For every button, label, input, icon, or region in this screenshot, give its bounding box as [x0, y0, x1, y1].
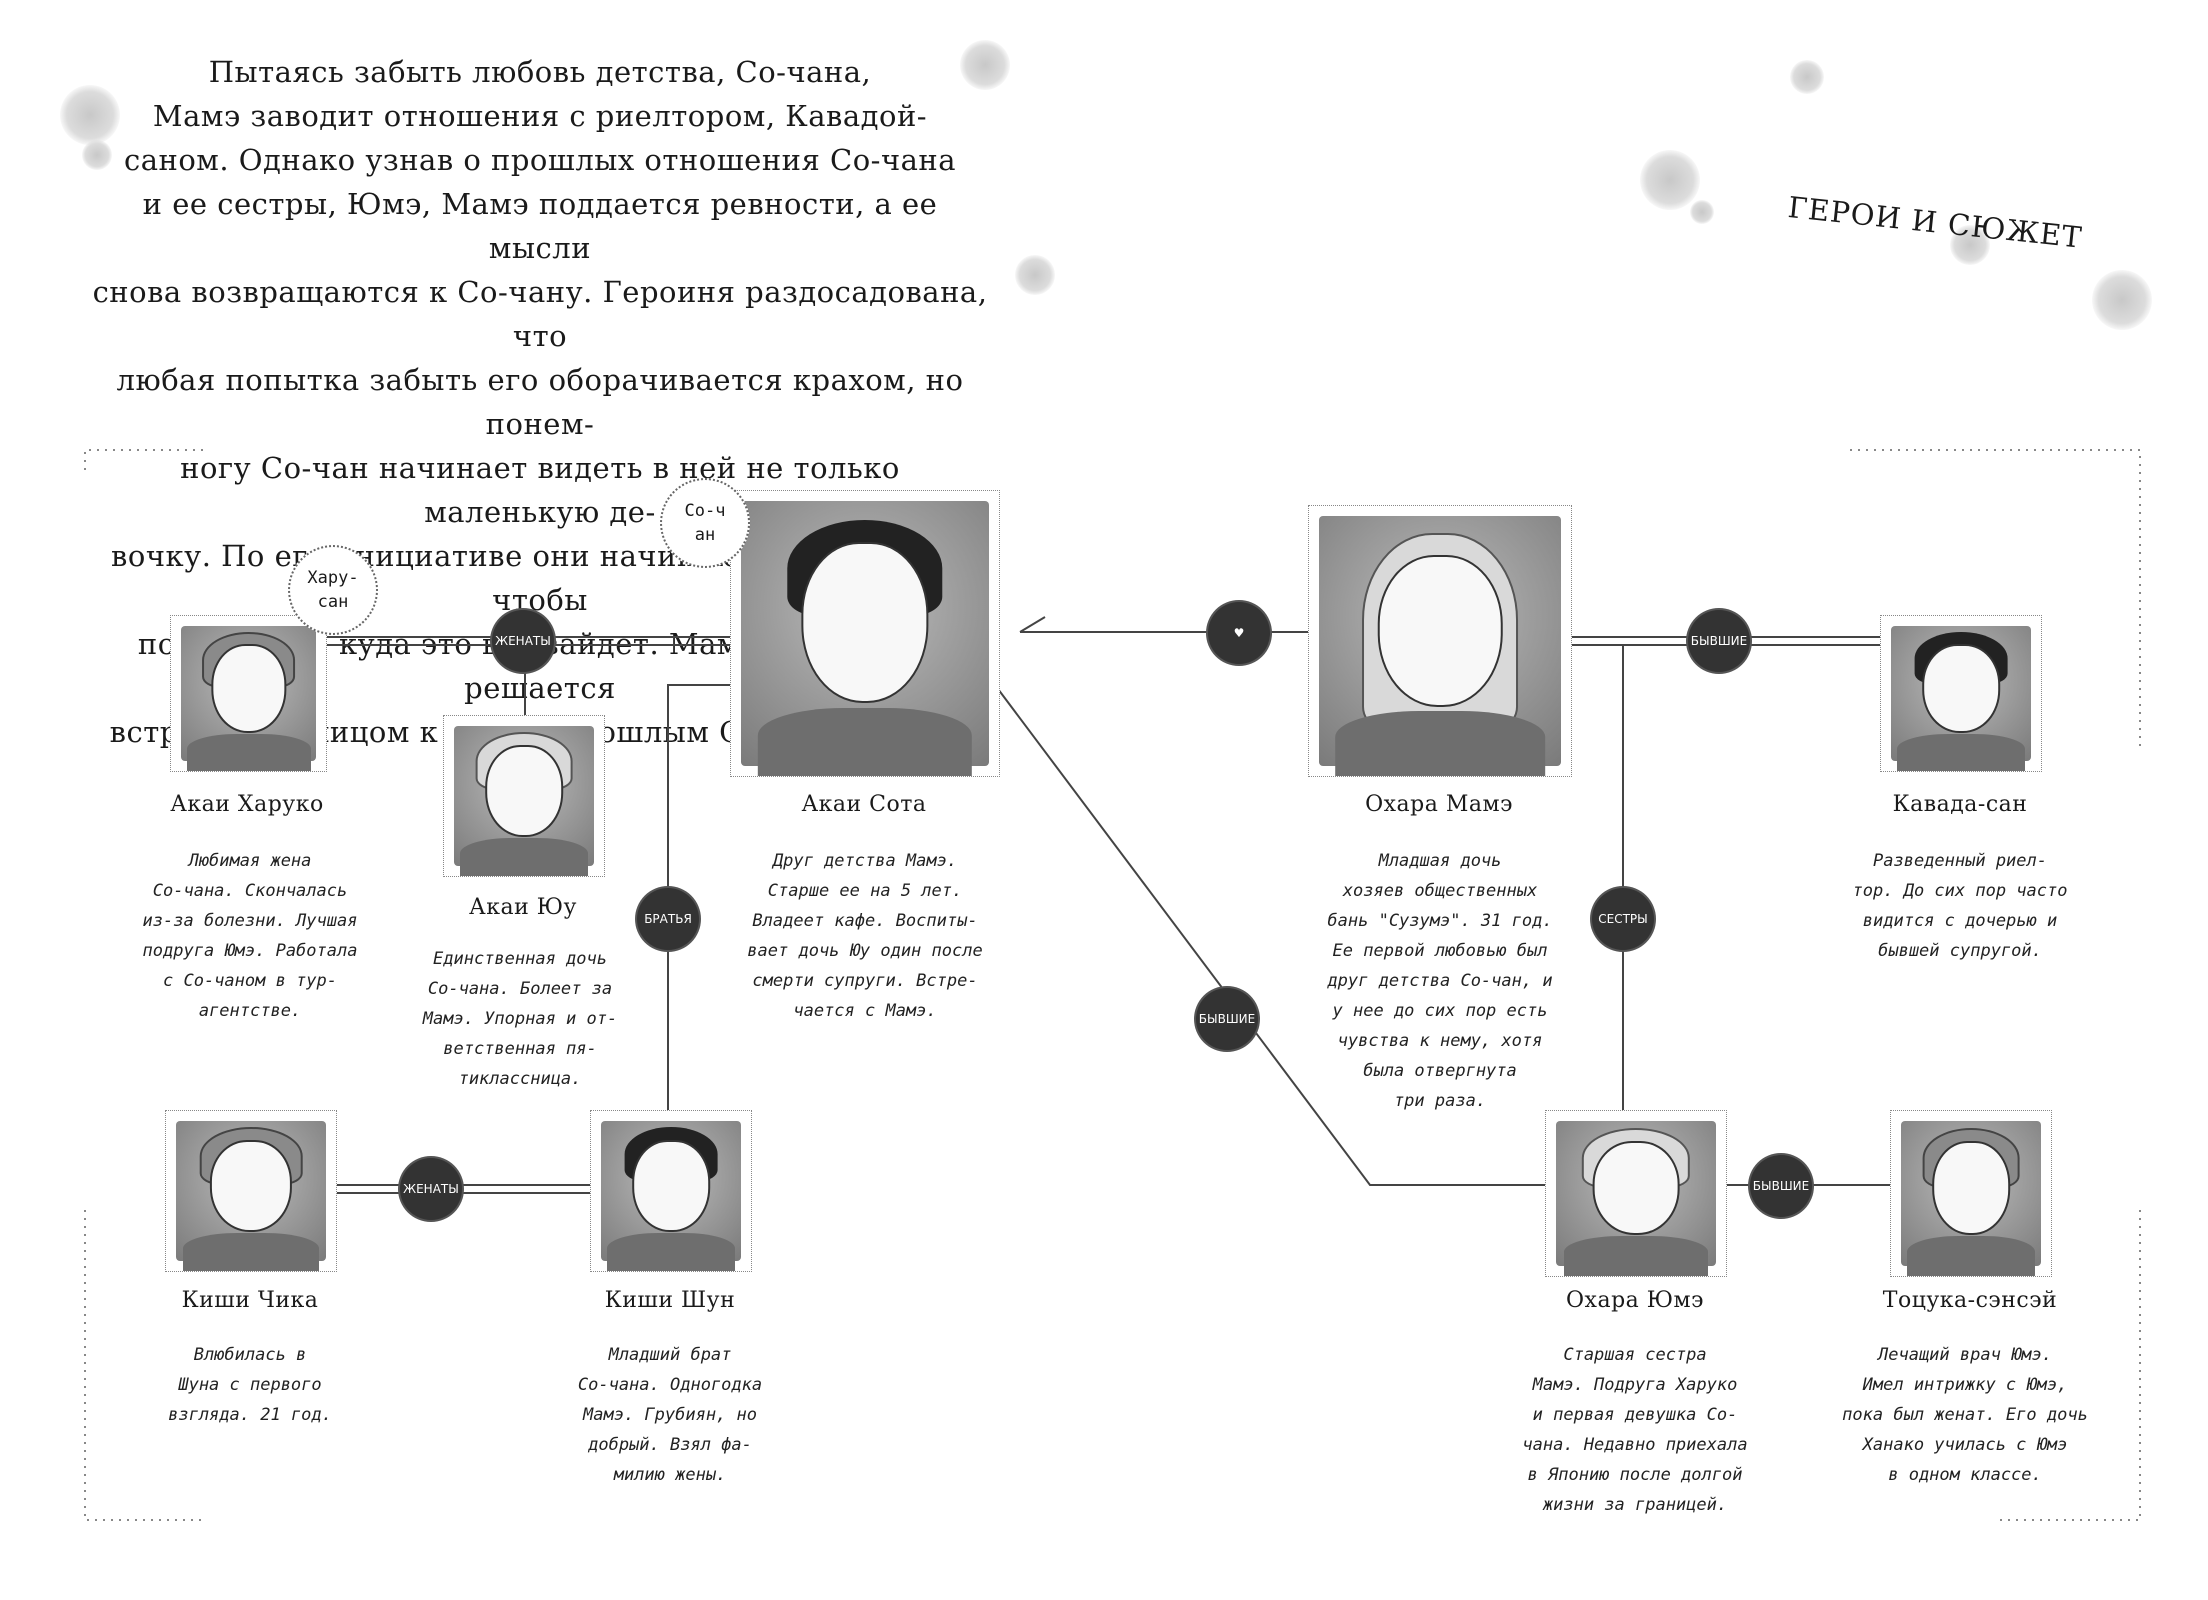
name-tozuka: Тоцука-сэнсэй	[1882, 1288, 2058, 1313]
ink-stain	[960, 40, 1010, 90]
name-yume: Охара Юмэ	[1566, 1288, 1704, 1313]
ink-stain	[82, 140, 112, 170]
desc-tozuka: Лечащий врач Юмэ. Имел интрижку с Юмэ, п…	[1842, 1345, 2088, 1485]
badge-ex-sota-yume: БЫВШИЕ	[1196, 988, 1258, 1050]
desc-sota: Друг детства Мамэ. Старше ее на 5 лет. В…	[747, 851, 983, 1021]
ink-stain	[1950, 225, 1990, 265]
ink-stain	[2092, 270, 2152, 330]
portrait-yume	[1545, 1110, 1727, 1277]
desc-haruko: Любимая жена Со-чана. Скончалась из-за б…	[142, 851, 358, 1021]
ink-stain	[60, 85, 120, 145]
badge-sisters: СЕСТРЫ	[1592, 888, 1654, 950]
ink-stain	[1640, 150, 1700, 210]
badge-ex-mame-kawada: БЫВШИЕ	[1688, 610, 1750, 672]
name-shun: Киши Шун	[604, 1288, 736, 1313]
intro-line: снова возвращаются к Со-чану. Героиня ра…	[92, 275, 988, 353]
intro-line: ногу Со-чан начинает видеть в ней не тол…	[180, 451, 900, 529]
badge-ex-yume-tozuka: БЫВШИЕ	[1750, 1155, 1812, 1217]
desc-chika: Влюбилась в Шуна с первого взгляда. 21 г…	[168, 1345, 332, 1425]
intro-line: любая попытка забыть его оборачивается к…	[116, 363, 964, 441]
badge-married-haruko-sota: ЖЕНАТЫ	[492, 610, 554, 672]
intro-line: Мамэ заводит отношения с риелтором, Кава…	[152, 99, 928, 133]
name-haruko: Акаи Харуко	[170, 792, 324, 817]
ink-stain	[1015, 255, 1055, 295]
portrait-mame	[1308, 505, 1572, 777]
portrait-tozuka	[1890, 1110, 2052, 1277]
portrait-kawada	[1880, 615, 2042, 772]
desc-kawada: Разведенный риел- тор. До сих пор часто …	[1852, 851, 2068, 961]
name-chika: Киши Чика	[181, 1288, 319, 1313]
name-sota: Акаи Сота	[801, 792, 927, 817]
nickname-bubble-sota: Со-чан	[660, 478, 750, 568]
nickname-bubble-haruko: Хару-сан	[288, 545, 378, 635]
intro-line: и ее сестры, Юмэ, Мамэ поддается ревност…	[142, 187, 938, 265]
portrait-sota	[730, 490, 1000, 777]
ink-stain	[1790, 60, 1824, 94]
portrait-haruko	[170, 615, 327, 772]
desc-shun: Младший брат Со-чана. Одногодка Мамэ. Гр…	[577, 1345, 763, 1485]
desc-yuu: Единственная дочь Со-чана. Болеет за Мам…	[422, 949, 618, 1089]
desc-yume: Старшая сестра Мамэ. Подруга Харуко и пе…	[1522, 1345, 1748, 1515]
name-kawada: Кавада-сан	[1892, 792, 2028, 817]
portrait-shun	[590, 1110, 752, 1272]
desc-mame: Младшая дочь хозяев общественных бань "С…	[1327, 851, 1553, 1111]
intro-line: Пытаясь забыть любовь детства, Со-чана,	[208, 55, 872, 89]
badge-married-chika-shun: ЖЕНАТЫ	[400, 1158, 462, 1220]
badge-brothers: БРАТЬЯ	[637, 888, 699, 950]
badge-love: ♥	[1208, 602, 1270, 664]
intro-line: саном. Однако узнав о прошлых отношения …	[123, 143, 957, 177]
name-mame: Охара Мамэ	[1365, 792, 1513, 817]
name-yuu: Акаи Юу	[469, 895, 577, 920]
portrait-chika	[165, 1110, 337, 1272]
ink-stain	[1690, 200, 1714, 224]
portrait-yuu	[443, 715, 605, 877]
